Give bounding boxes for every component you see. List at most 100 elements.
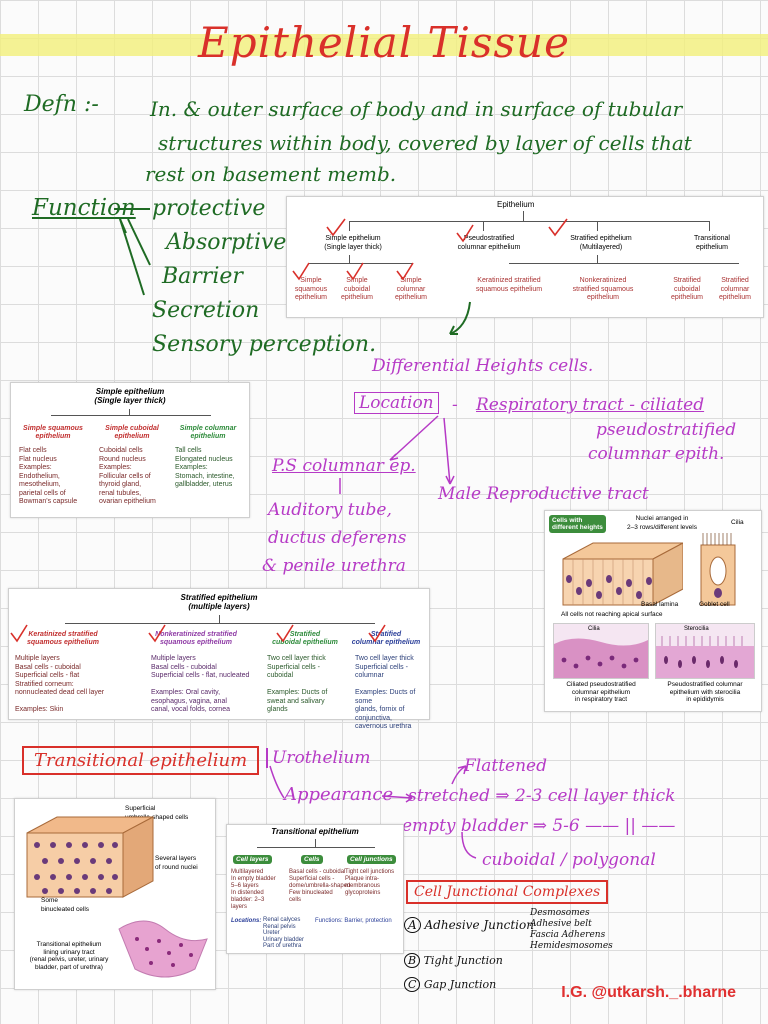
- simple-col3-head: Simple columnar epithelium: [179, 425, 237, 440]
- stratified-table: Stratified epithelium (multiple layers) …: [8, 588, 430, 730]
- cilia2-label: Cilia: [588, 626, 600, 632]
- cell-junctions-head: Cell junctions: [347, 855, 396, 864]
- chart-root: Epithelium: [497, 200, 535, 209]
- stereocilia-label: Sterocilia: [684, 626, 709, 632]
- title-highlight: [0, 34, 768, 56]
- simple-table-title: Simple epithelium (Single layer thick): [94, 387, 166, 405]
- penile-urethra: & penile urethra: [262, 556, 406, 576]
- cells-label: Cells with different heights: [549, 515, 606, 533]
- transitional-label: Transitional epithelium: [22, 746, 260, 775]
- definition-line2: structures within body, covered by layer…: [158, 131, 692, 155]
- junction-a: A Adhesive Junction: [404, 917, 534, 933]
- pseudo-block-drawing: [562, 542, 683, 606]
- chart-simple-cuboidal: Simple cuboidal epithelium: [341, 277, 373, 301]
- strat-checkmarks: [10, 624, 386, 643]
- definition-label: Defn :-: [24, 92, 99, 117]
- transitional-block-drawing: [26, 816, 154, 898]
- transitional-table: Transitional epithelium Cell layers Cell…: [226, 824, 404, 954]
- stereocilia-micrograph: Sterocilia: [655, 623, 755, 679]
- chart-strat-cuboidal: Stratified cuboidal epithelium: [671, 277, 703, 301]
- cells-head: Cells: [301, 855, 323, 864]
- simple-table: Simple epithelium (Single layer thick) S…: [10, 382, 250, 518]
- function-arrows: [114, 208, 151, 296]
- binucleated-label: Some binucleated cells: [41, 897, 90, 913]
- definition-line3: rest on basement memb.: [145, 162, 397, 186]
- function-item: Secretion: [152, 298, 260, 323]
- location-arrows: [339, 415, 455, 494]
- function-list: protective Absorptive Barrier Secretion …: [152, 192, 376, 362]
- function-item: Absorptive: [166, 230, 287, 255]
- several-layers-label: Several layers of round nuclei: [155, 855, 198, 871]
- differential-heights: Differential Heights cells.: [372, 356, 594, 376]
- function-item: Sensory perception.: [152, 332, 377, 357]
- credit: I.G. @utkarsh._.bharne: [561, 984, 736, 1001]
- auditory-tube: Auditory tube,: [268, 500, 392, 520]
- adhesive-subtype: Desmosomes: [530, 908, 590, 918]
- locations-list: Renal calyces Renal pelvis Ureter Urinar…: [263, 917, 305, 950]
- simple-col2-body: Cuboidal cells Round nucleus Examples: F…: [99, 447, 156, 505]
- ciliated-caption: Ciliated pseudostratified columnar epith…: [566, 681, 636, 703]
- cell-junctions-body: Tight cell junctions Plaque intra- membr…: [345, 869, 395, 896]
- transitional-figure: Superficial umbrella-shaped cells Severa…: [14, 798, 216, 990]
- pseudo-arrow: [449, 301, 471, 335]
- letter-c-icon: C: [404, 977, 421, 992]
- transitional-table-title: Transitional epithelium: [271, 827, 359, 836]
- strat-col3-head: Stratified cuboidal epithelium: [272, 631, 338, 646]
- adhesive-subtype: Adhesive belt: [530, 919, 592, 929]
- stretched: stretched ⇒ 2-3 cell layer thick: [408, 786, 676, 806]
- simple-col2-head: Simple cuboidal epithelium: [105, 425, 159, 440]
- goblet-cell-drawing: [700, 533, 736, 606]
- chart-stratified: Stratified epithelium (Multilayered): [570, 235, 632, 251]
- letter-a-icon: A: [404, 917, 421, 933]
- function-item: Barrier: [162, 264, 243, 289]
- tight-junction: Tight Junction: [423, 954, 503, 967]
- gap-junction: Gap Junction: [423, 978, 497, 991]
- chart-strat-columnar: Stratified columnar epithelium: [719, 277, 751, 301]
- empty-bladder: empty bladder ⇒ 5-6 —— || ——: [402, 816, 676, 836]
- appearance: Appearance: [284, 784, 394, 805]
- adhesive-subtype: Fascia Adherens: [530, 930, 606, 940]
- definition-line1: In. & outer surface of body and in surfa…: [150, 97, 683, 121]
- basal-label: Basal lamina: [641, 601, 679, 608]
- cuboidal-polygonal: cuboidal / polygonal: [482, 850, 656, 870]
- definition-body: In. & outer surface of body and in surfa…: [150, 92, 760, 160]
- cell-layers-body: Multilayered In empty bladder 5–6 layers…: [231, 869, 276, 910]
- transitional-micrograph: [118, 920, 208, 978]
- dash: -: [452, 395, 458, 415]
- cell-layers-head: Cell layers: [233, 855, 272, 864]
- chart-simple: Simple epithelium (Single layer thick): [324, 235, 382, 251]
- cilia-label: Cilia: [731, 519, 744, 526]
- chart-simple-squamous: Simple squamous epithelium: [294, 277, 328, 301]
- stereocilia-caption: Pseudostratified columnar epithelium wit…: [667, 681, 743, 703]
- strat-col2-body: Multiple layers Basal cells - cuboidal S…: [151, 655, 250, 713]
- male-reproductive: Male Reproductive tract: [438, 484, 649, 504]
- nuclei-label: Nuclei arranged in 2–3 rows/different le…: [627, 515, 697, 531]
- ps-columnar-ep: P.S columnar ep.: [272, 456, 416, 476]
- cells-body: Basal cells - cuboidal Superficial cells…: [289, 869, 351, 903]
- functions-text: Functions: Barrier, protection: [315, 918, 392, 924]
- strat-col4-body: Two cell layer thick Superficial cells -…: [355, 655, 416, 730]
- chart-simple-columnar: Simple columnar epithelium: [395, 277, 427, 301]
- pseudo-figure: Cells with different heights Nuclei arra…: [544, 510, 762, 712]
- chart-nonkeratinized: Nonkeratinized stratified squamous epith…: [572, 277, 634, 301]
- respiratory-tract: Respiratory tract - ciliated: [476, 395, 705, 415]
- simple-col1-body: Flat cells Flat nucleus Examples: Endoth…: [19, 447, 78, 505]
- strat-col1-head: Keratinized stratified squamous epitheli…: [27, 631, 99, 646]
- junction-title: Cell Junctional Complexes: [406, 880, 609, 904]
- function-item: protective: [152, 196, 266, 221]
- chart-keratinized: Keratinized stratified squamous epitheli…: [475, 277, 543, 293]
- ciliated-micrograph: Cilia: [553, 623, 649, 679]
- pseudostratified-text: pseudostratified: [596, 420, 737, 440]
- adhesive-subtype: Hemidesmosomes: [530, 941, 613, 951]
- chart-checkmarks: [292, 218, 568, 281]
- transitional-arrows: [269, 765, 477, 859]
- ductus-deferens: ductus deferens: [268, 528, 407, 548]
- stratified-title: Stratified epithelium (multiple layers): [180, 593, 258, 611]
- junction-b: B Tight Junction: [404, 953, 503, 968]
- strat-col2-head: Nonkeratinized stratified squamous epith…: [155, 631, 237, 646]
- transitional-caption: Transitional epithelium lining urinary t…: [29, 941, 109, 971]
- strat-col1-body: Multiple layers Basal cells - cuboidal S…: [15, 655, 105, 713]
- adhesive-subtypes: Desmosomes Adhesive belt Fascia Adherens…: [530, 908, 613, 952]
- strat-col3-body: Two cell layer thick Superficial cells -…: [267, 655, 328, 713]
- chart-pseudo: Pseudostratified columnar epithelium: [457, 235, 521, 251]
